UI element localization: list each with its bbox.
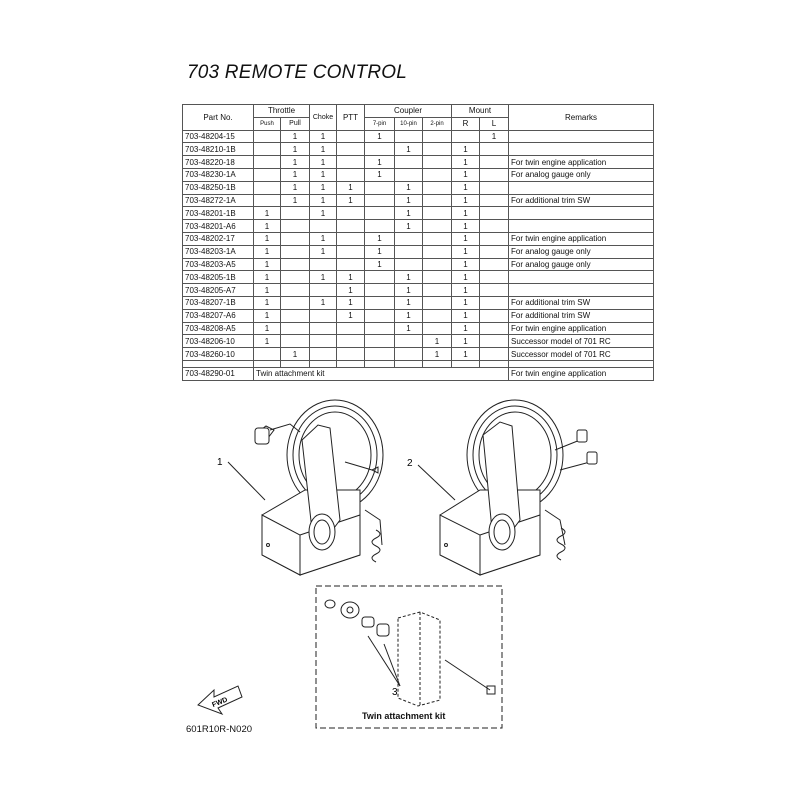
parts-table: Part No. Throttle Choke PTT Coupler Moun…: [182, 104, 655, 381]
remote-control-unit-1: [227, 399, 384, 576]
kit-caption: Twin attachment kit: [362, 711, 446, 721]
table-spacer-row: [182, 359, 655, 368]
callout-3: 3: [392, 687, 398, 698]
table-row-kit: 703-48290-01 Twin attachment kit For twi…: [182, 366, 655, 381]
header-part-no: Part No.: [182, 104, 254, 131]
callout-1: 1: [217, 457, 223, 468]
fwd-arrow-icon: [197, 685, 243, 716]
page-title: 703 REMOTE CONTROL: [187, 62, 408, 83]
twin-attachment-kit-box: [315, 585, 503, 729]
figure-code: 601R10R-N020: [186, 724, 253, 735]
callout-2: 2: [407, 458, 413, 469]
remote-control-unit-2: [417, 399, 598, 576]
